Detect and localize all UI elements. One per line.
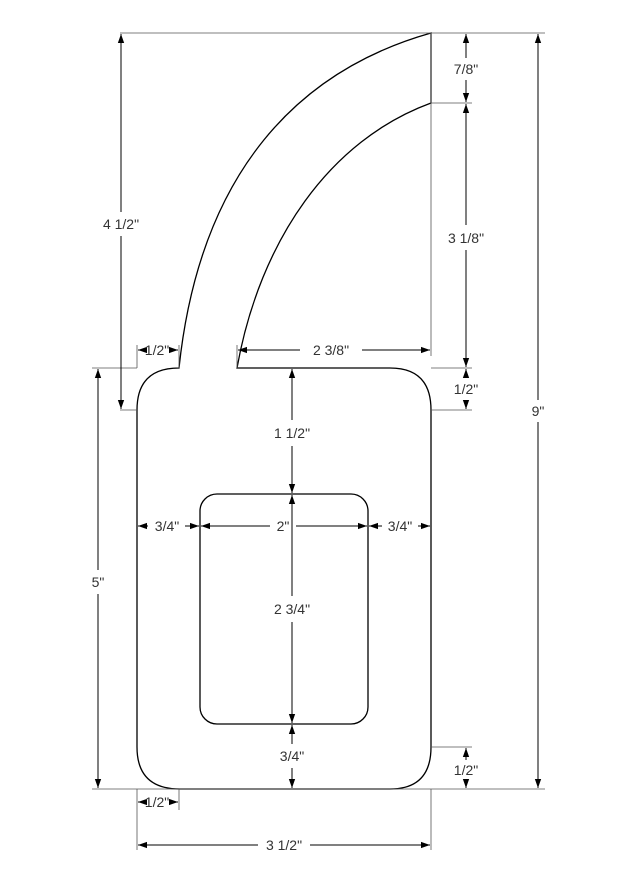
label-corner-bottom-left: 1/2": [145, 794, 169, 810]
label-arm-height: 4 1/2": [103, 216, 139, 232]
label-right-margin: 3/4": [388, 518, 412, 534]
label-window-height: 2 3/4": [274, 601, 310, 617]
label-corner-top-right: 1/2": [454, 381, 478, 397]
label-arm-offset: 2 3/8": [313, 342, 349, 358]
label-bottom-margin: 3/4": [280, 748, 304, 764]
extension-lines: [92, 32, 545, 850]
label-left-margin: 3/4": [155, 518, 179, 534]
dimension-labels: 4 1/2" 7/8" 3 1/8" 9" 1/2" 2 3/8" 1/2" 1…: [92, 61, 545, 853]
window-cutout: [199, 493, 369, 725]
label-body-height: 5": [92, 574, 105, 590]
label-body-width: 3 1/2": [266, 837, 302, 853]
label-top-margin: 1 1/2": [274, 425, 310, 441]
label-window-width: 2": [277, 518, 290, 534]
label-arm-inner-height: 3 1/8": [448, 230, 484, 246]
label-corner-bottom-right: 1/2": [454, 762, 478, 778]
hanger-outline: [136, 32, 432, 790]
dimension-lines: [94, 34, 542, 849]
label-notch-width: 1/2": [145, 342, 169, 358]
label-total-height: 9": [532, 403, 545, 419]
label-arm-top-width: 7/8": [454, 61, 478, 77]
